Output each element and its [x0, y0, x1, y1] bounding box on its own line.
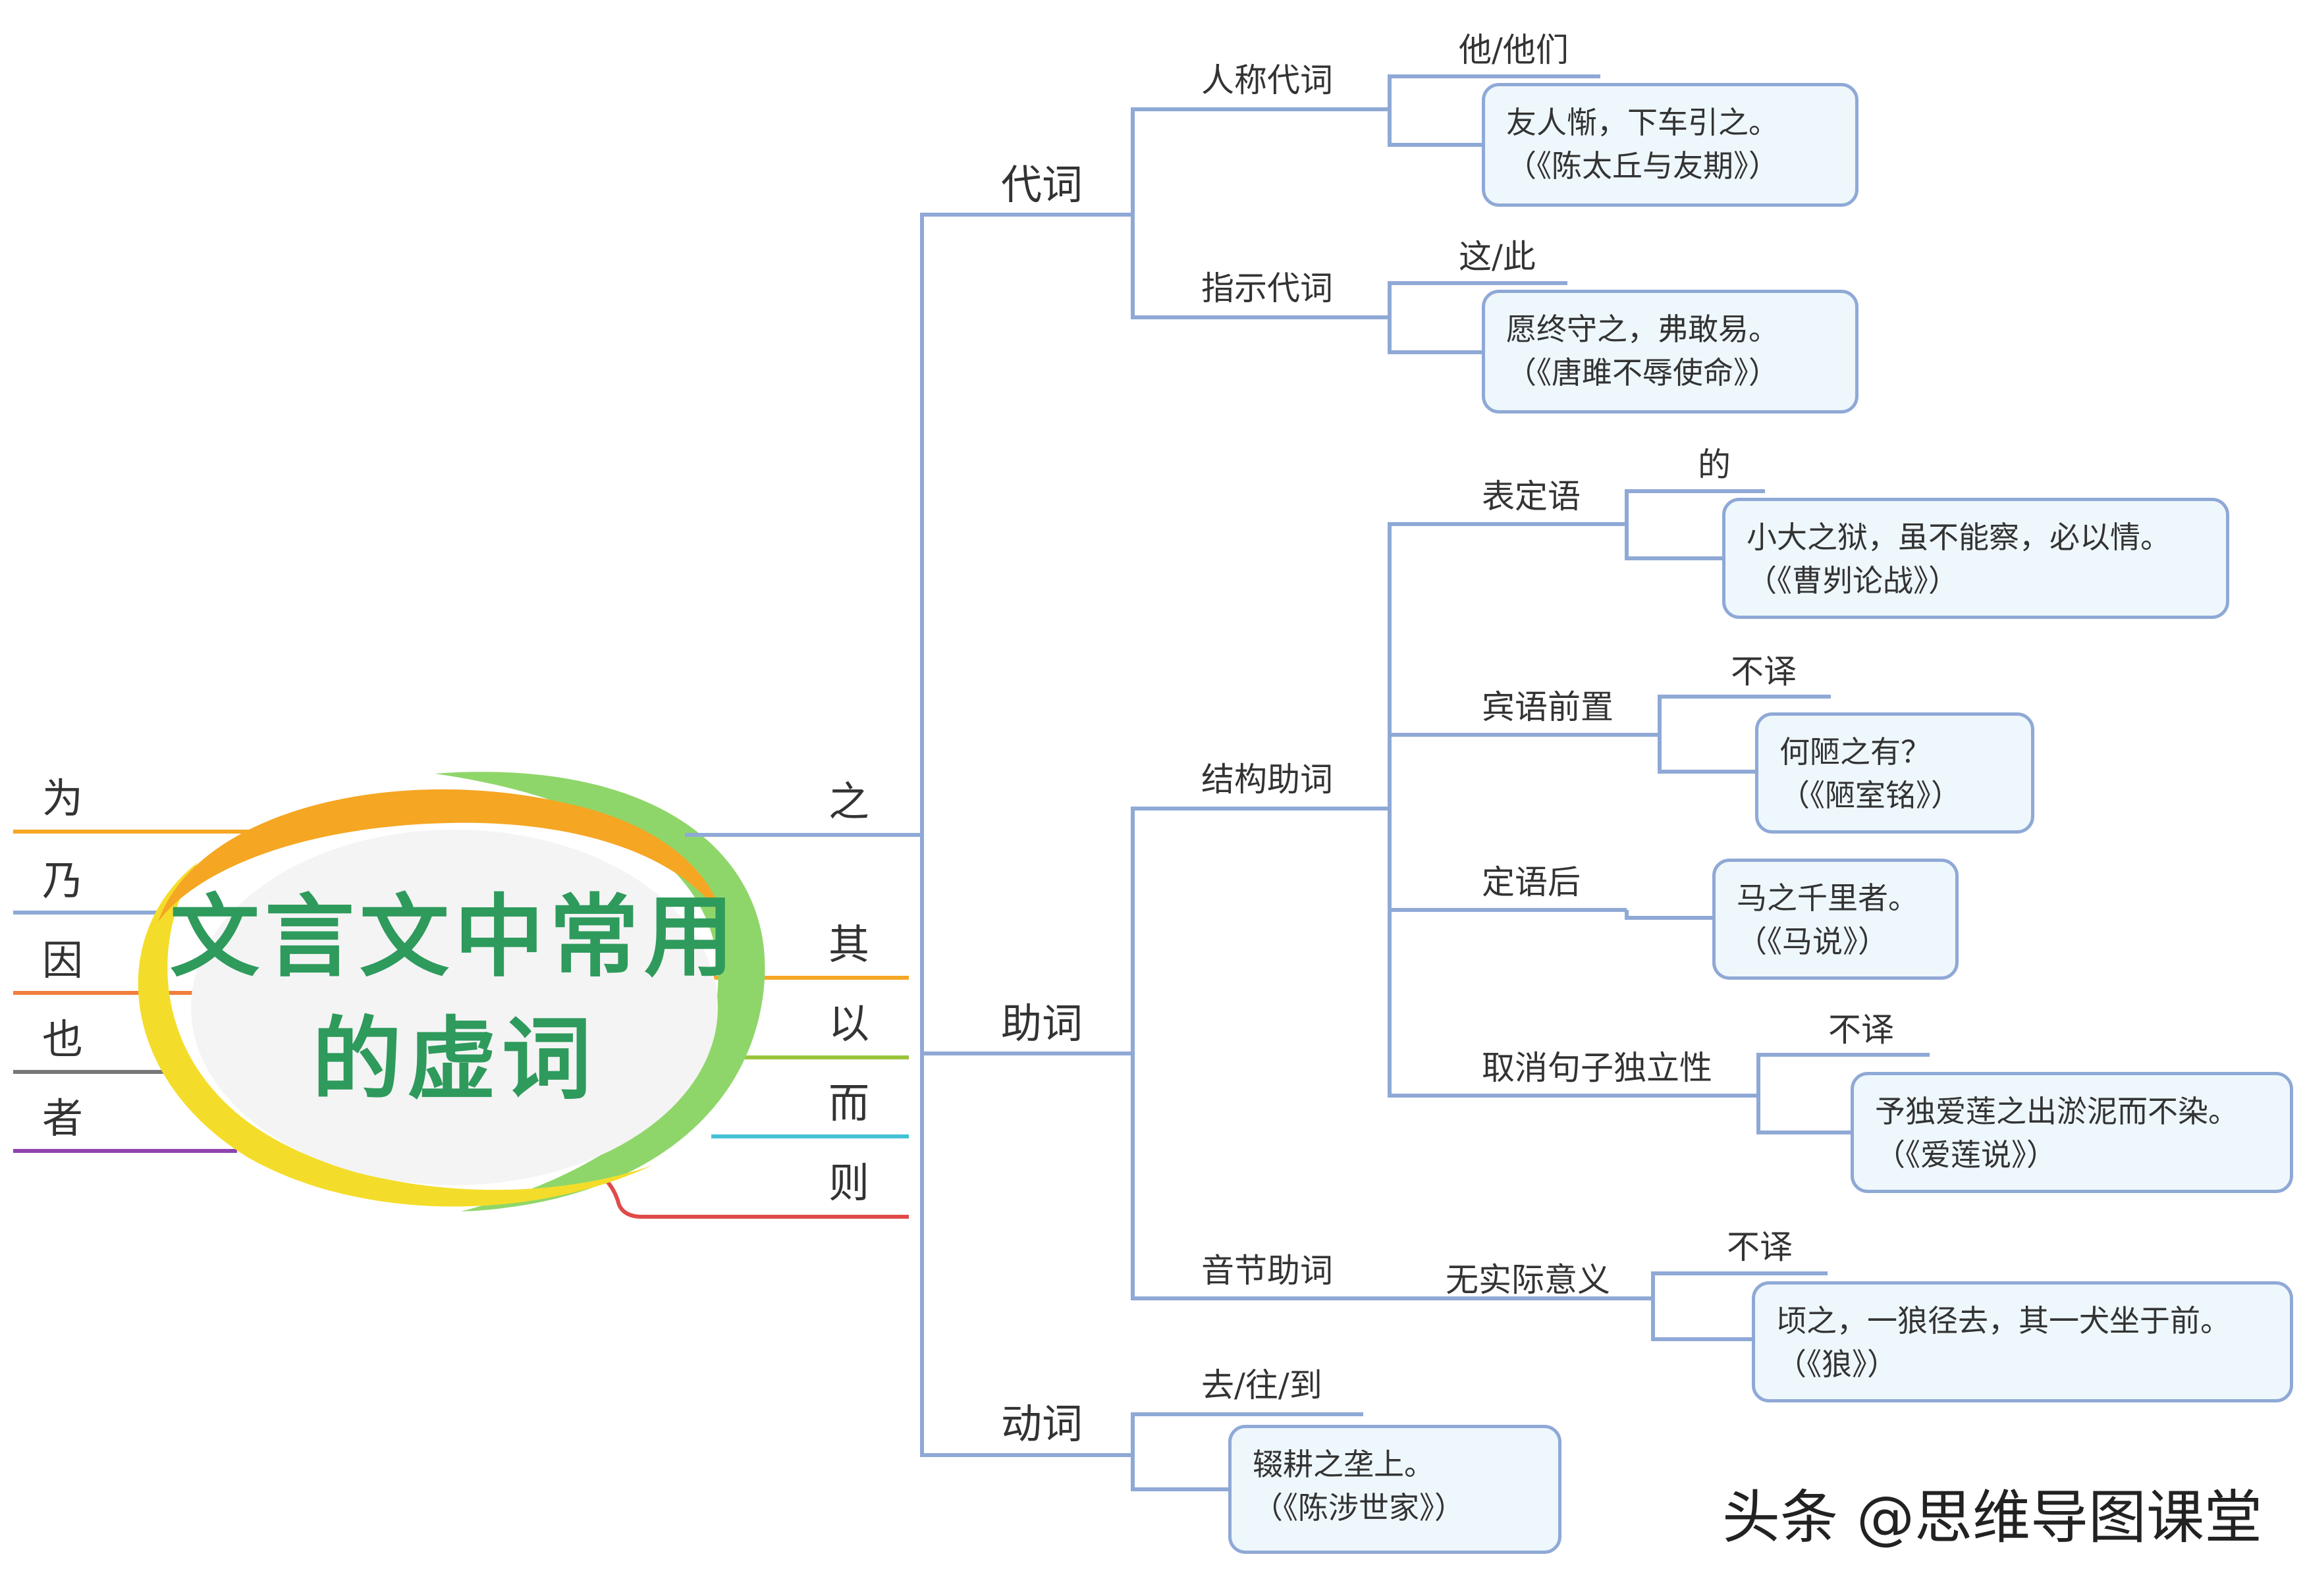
- word-nai: 乃: [42, 857, 84, 905]
- example-text: 顷之，一狼径去，其一犬坐于前。: [1776, 1303, 2231, 1339]
- meaning-yinjie: 不译: [1727, 1228, 1793, 1266]
- node-dongci: 动词: [1001, 1400, 1083, 1448]
- word-qi: 其: [828, 920, 870, 969]
- green-swoosh: [435, 772, 765, 1211]
- example-box-zhishi: 愿终守之，弗敢易。 （《唐雎不辱使命》）: [1482, 290, 1858, 413]
- example-box-binyu: 何陋之有？ （《陋室铭》）: [1755, 712, 2034, 834]
- word-wei: 为: [42, 774, 84, 822]
- node-renchen: 人称代词: [1201, 61, 1333, 99]
- meaning-zhishi: 这/此: [1459, 238, 1536, 276]
- example-text: 小大之狱，虽不能察，必以情。: [1747, 519, 2171, 555]
- binyu-fork: [1658, 695, 1831, 774]
- node-zhishi: 指示代词: [1201, 269, 1333, 307]
- zhi-tree-lines: [685, 74, 1930, 1491]
- example-source: （《陋室铭》）: [1779, 778, 1961, 813]
- example-source: （《狼》）: [1776, 1346, 1897, 1382]
- quxiao-fork: [1756, 1053, 1930, 1134]
- node-quxiao: 取消句子独立性: [1482, 1049, 1712, 1087]
- example-source: （《陈涉世家》）: [1253, 1490, 1465, 1526]
- node-yinjie: 音节助词: [1201, 1252, 1333, 1290]
- node-zhuci: 助词: [1001, 999, 1083, 1048]
- example-box-houzhi: 马之千里者。 （《马说》）: [1712, 859, 1959, 980]
- center-ellipse: [191, 830, 718, 1185]
- example-source: （《爱莲说》）: [1875, 1137, 2057, 1173]
- example-box-yinjie: 顷之，一狼径去，其一犬坐于前。 （《狼》）: [1752, 1281, 2293, 1402]
- example-text: 予独爱莲之出淤泥而不染。: [1875, 1094, 2238, 1129]
- node-daici: 代词: [1001, 161, 1083, 209]
- example-box-renchen: 友人惭，下车引之。 （《陈太丘与友期》）: [1482, 83, 1858, 207]
- example-source: （《曹刿论战》）: [1747, 563, 1959, 598]
- renchen-fork: [1388, 74, 1600, 147]
- word-zhe: 者: [42, 1094, 84, 1142]
- word-zhi: 之: [828, 778, 870, 826]
- houzhi-link: [1625, 910, 1712, 920]
- word-ze: 则: [828, 1159, 870, 1207]
- meaning-renchen: 他/他们: [1459, 31, 1569, 69]
- example-text: 愿终守之，弗敢易。: [1506, 311, 1779, 347]
- dingyu-fork: [1625, 489, 1765, 560]
- zhishi-fork: [1388, 281, 1567, 354]
- example-source: （《马说》）: [1737, 924, 1888, 959]
- central-topic-title: 文言文中常用的虚词: [170, 884, 739, 1112]
- zhi-trunk-lower: [920, 835, 1133, 1457]
- example-box-dingyu: 小大之狱，虽不能察，必以情。 （《曹刿论战》）: [1722, 498, 2229, 619]
- jiegou-fork: [1388, 522, 1758, 1098]
- orange-swoosh: [158, 789, 724, 922]
- meaning-dingyu: 的: [1698, 446, 1731, 484]
- example-text: 何陋之有？: [1779, 734, 1931, 770]
- meaning-dongci: 去/往/到: [1201, 1366, 1322, 1404]
- node-jiegou: 结构助词: [1201, 760, 1333, 799]
- node-binyu: 宾语前置: [1482, 688, 1614, 726]
- example-text: 辍耕之垄上。: [1253, 1447, 1434, 1482]
- central-topic-shape: [138, 772, 765, 1211]
- word-er: 而: [828, 1079, 870, 1127]
- watermark: 头条 @思维导图课堂: [1722, 1483, 2262, 1551]
- node-houzhi: 定语后: [1482, 863, 1581, 901]
- daici-fork: [1131, 107, 1390, 319]
- dongci-fork: [1131, 1412, 1363, 1491]
- example-source: （《唐雎不辱使命》）: [1506, 355, 1779, 390]
- example-text: 马之千里者。: [1737, 880, 1918, 916]
- example-source: （《陈太丘与友期》）: [1506, 148, 1779, 184]
- meaning-binyu: 不译: [1731, 652, 1797, 691]
- zhuci-fork: [1131, 807, 1390, 1300]
- node-dingyu: 表定语: [1482, 477, 1581, 516]
- node-wushiji: 无实际意义: [1446, 1261, 1610, 1299]
- word-yi: 以: [828, 999, 870, 1048]
- word-ye: 也: [42, 1015, 84, 1063]
- meaning-quxiao: 不译: [1828, 1011, 1894, 1049]
- example-text: 友人惭，下车引之。: [1506, 105, 1779, 140]
- example-box-quxiao: 予独爱莲之出淤泥而不染。 （《爱莲说》）: [1851, 1072, 2293, 1193]
- word-yin: 因: [42, 936, 84, 984]
- example-box-dongci: 辍耕之垄上。 （《陈涉世家》）: [1228, 1425, 1561, 1554]
- yinjie-fork: [1651, 1271, 1828, 1341]
- zhi-trunk: [920, 213, 1133, 835]
